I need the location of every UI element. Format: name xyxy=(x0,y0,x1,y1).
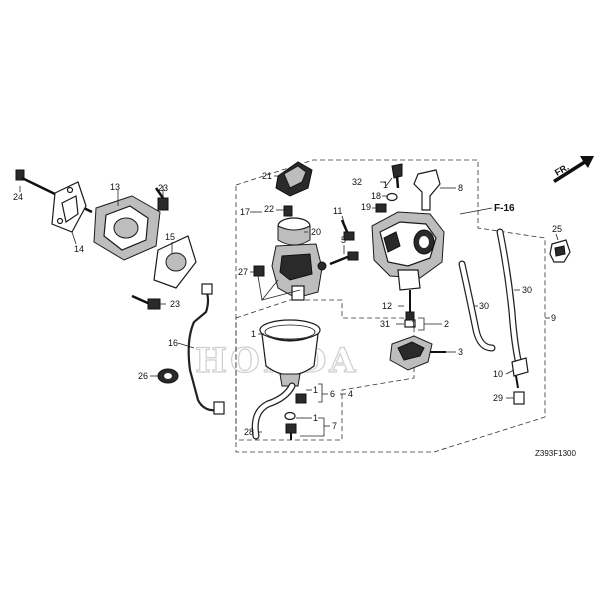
callout-10: 10 xyxy=(493,369,503,379)
fuel-cut-solenoid-icon xyxy=(277,205,311,246)
callout-27: 27 xyxy=(238,267,248,277)
spring-18-icon xyxy=(386,192,398,202)
callout-22: 22 xyxy=(264,204,274,214)
callout-3: 3 xyxy=(458,347,463,357)
callout-1-bowl: 1 xyxy=(251,329,256,339)
screw-5-icon xyxy=(329,251,359,266)
callout-16: 16 xyxy=(168,338,178,348)
callout-28: 28 xyxy=(244,427,254,437)
drawing-code: Z393F1300 xyxy=(535,449,576,458)
drain-tube-28-icon xyxy=(251,382,296,440)
bolt-bottom-icon xyxy=(131,294,161,310)
drain-screw-icon xyxy=(404,290,416,328)
callout-9: 9 xyxy=(551,313,556,323)
washer-1-icon xyxy=(284,411,296,421)
fuel-tube-fitting-icon xyxy=(201,283,225,415)
assembly-outline xyxy=(235,159,546,453)
callout-1-drain: 1 xyxy=(411,319,416,329)
callout-18: 18 xyxy=(371,191,381,201)
float-chamber-icon xyxy=(389,335,446,371)
breather-tube-30b-icon xyxy=(496,228,522,364)
callout-2: 2 xyxy=(444,319,449,329)
screw-19-icon xyxy=(375,203,387,213)
tube-joint-10-icon xyxy=(511,357,529,389)
breather-tube-30a-icon xyxy=(458,260,496,352)
carburetor-body-icon xyxy=(371,211,445,291)
screw-11-icon xyxy=(340,219,355,241)
callout-11: 11 xyxy=(333,206,342,216)
bolt-top-icon xyxy=(154,187,169,211)
callout-20: 20 xyxy=(311,227,321,237)
tube-clamp-26-icon xyxy=(157,368,179,384)
choke-lever-icon xyxy=(413,169,441,211)
callout-6: 6 xyxy=(330,389,335,399)
clip-25-icon xyxy=(549,239,571,263)
callout-17: 17 xyxy=(240,207,250,217)
insulator-gasket-icon xyxy=(51,181,87,233)
callout-5: 5 xyxy=(341,235,346,245)
fuel-tube-16-icon xyxy=(187,289,219,412)
callout-8: 8 xyxy=(458,183,463,193)
tube-clip-29-icon xyxy=(513,391,525,405)
callout-15: 15 xyxy=(165,232,175,242)
front-direction-arrow xyxy=(553,156,594,183)
solenoid-cover-icon xyxy=(275,161,313,197)
callout-4: 4 xyxy=(348,389,353,399)
direction-label: FR. xyxy=(553,162,571,178)
callout-12: 12 xyxy=(382,301,392,311)
callout-30-a: 30 xyxy=(479,301,489,311)
callout-13: 13 xyxy=(110,182,120,192)
callout-19: 19 xyxy=(361,202,371,212)
callout-24: 24 xyxy=(13,192,23,202)
screw-27-icon xyxy=(253,265,265,277)
callout-1-screw: 1 xyxy=(313,385,318,395)
callout-21: 21 xyxy=(262,171,272,181)
drain-bolt-7-icon xyxy=(285,423,297,440)
callout-29: 29 xyxy=(493,393,503,403)
callout-14: 14 xyxy=(74,244,84,254)
carburetor-gasket-icon xyxy=(153,235,197,289)
callout-25: 25 xyxy=(552,224,562,234)
callout-1-top: 1 xyxy=(383,180,388,190)
callout-32: 32 xyxy=(352,177,362,187)
leader-lines xyxy=(19,175,559,437)
callout-7: 7 xyxy=(332,421,337,431)
callout-26: 26 xyxy=(138,371,148,381)
callout-23-bottom: 23 xyxy=(170,299,180,309)
solenoid-valve-body-icon xyxy=(271,243,327,301)
reference-label: F-16 xyxy=(494,203,515,214)
screw-32-icon xyxy=(391,163,403,189)
callout-31: 31 xyxy=(380,319,390,329)
screw-6-icon xyxy=(295,393,307,404)
callout-30-b: 30 xyxy=(522,285,532,295)
callout-23-top: 23 xyxy=(158,183,168,193)
strainer-cup-icon xyxy=(259,319,321,387)
carburetor-insulator-icon xyxy=(93,195,161,261)
callout-1-bolt: 1 xyxy=(313,413,318,423)
